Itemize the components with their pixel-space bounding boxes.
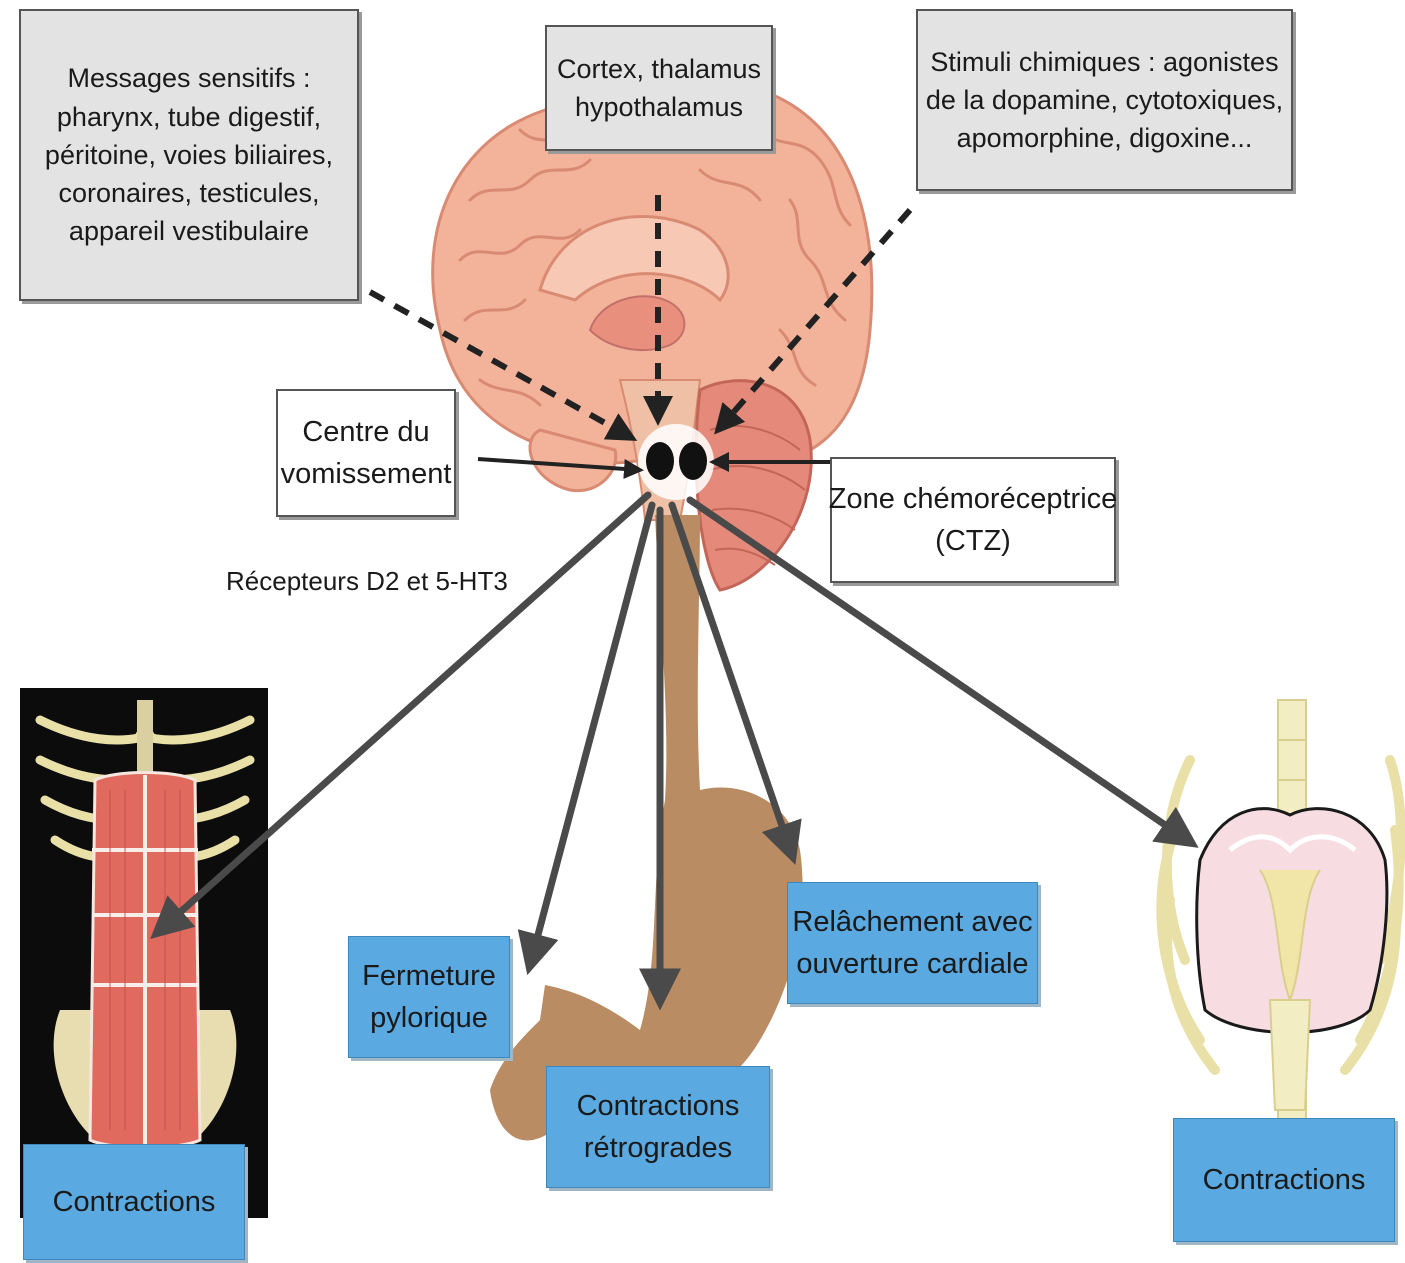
abdominal-contractions-label: Contractions <box>53 1181 216 1223</box>
chemical-line-3: apomorphine, digoxine... <box>957 119 1253 157</box>
chemical-line-1: Stimuli chimiques : agonistes <box>930 43 1278 81</box>
receptors-label: Récepteurs D2 et 5-HT3 <box>226 566 508 597</box>
abdominal-contractions-box: Contractions <box>23 1144 245 1260</box>
vomiting-centre-marker <box>638 424 714 500</box>
retrograde-contractions-box: Contractions rétrogrades <box>546 1066 770 1188</box>
ctz-line-2: (CTZ) <box>935 520 1011 562</box>
sensory-line-4: coronaires, testicules, <box>58 174 319 212</box>
retrograde-line-1: Contractions <box>577 1085 740 1127</box>
chemical-stimuli-box: Stimuli chimiques : agonistes de la dopa… <box>916 9 1293 191</box>
chemical-line-2: de la dopamine, cytotoxiques, <box>926 81 1283 119</box>
sensory-line-2: pharynx, tube digestif, <box>57 98 321 136</box>
vomiting-centre-box: Centre du vomissement <box>276 389 456 517</box>
cardia-line-1: Relâchement avec <box>792 901 1032 943</box>
abdominal-muscles-illustration <box>20 688 268 1218</box>
cortex-line-1: Cortex, thalamus <box>557 50 761 88</box>
sensory-line-5: appareil vestibulaire <box>69 212 309 250</box>
cortex-box: Cortex, thalamus hypothalamus <box>545 25 773 151</box>
centre-line-2: vomissement <box>281 453 452 495</box>
ctz-box: Zone chémoréceptrice (CTZ) <box>830 457 1116 583</box>
sensory-messages-box: Messages sensitifs : pharynx, tube diges… <box>19 9 359 301</box>
stomach-illustration <box>490 515 803 1140</box>
sensory-line-1: Messages sensitifs : <box>67 59 310 97</box>
diaphragm-contractions-box: Contractions <box>1173 1118 1395 1242</box>
diaphragm-contractions-label: Contractions <box>1203 1159 1366 1201</box>
arrow-to-pylorus <box>530 505 652 965</box>
ctz-line-1: Zone chémoréceptrice <box>829 478 1118 520</box>
cardia-line-2: ouverture cardiale <box>796 943 1028 985</box>
sensory-line-3: péritoine, voies biliaires, <box>45 136 333 174</box>
diaphragm-illustration <box>1161 700 1401 1120</box>
pyloric-line-2: pylorique <box>370 997 488 1039</box>
pyloric-closure-box: Fermeture pylorique <box>348 936 510 1058</box>
cortex-line-2: hypothalamus <box>575 88 743 126</box>
cardia-relaxation-box: Relâchement avec ouverture cardiale <box>787 882 1038 1004</box>
centre-line-1: Centre du <box>302 411 429 453</box>
retrograde-line-2: rétrogrades <box>584 1127 732 1169</box>
pyloric-line-1: Fermeture <box>362 955 496 997</box>
